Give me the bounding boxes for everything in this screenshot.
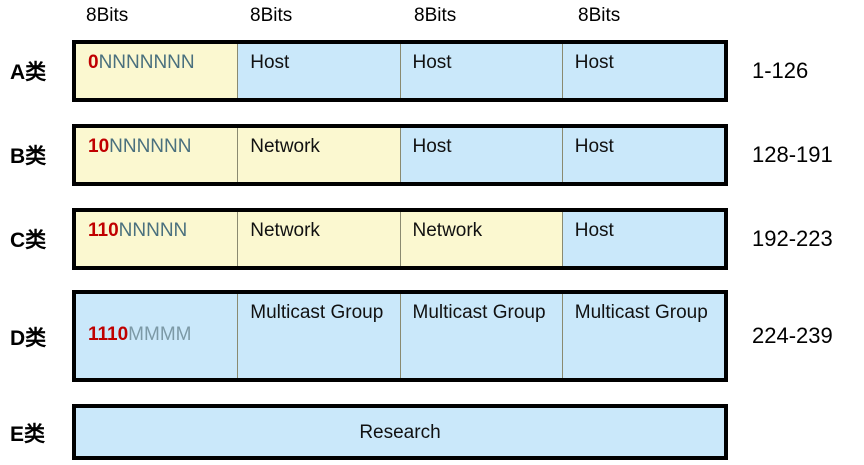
class-a-cell-2: Host [238, 44, 401, 98]
class-d-cell-3: Multicast Group [400, 294, 563, 378]
class-c-bit-suffix: NNNNN [118, 220, 188, 241]
class-a-cell-4: Host [562, 44, 724, 98]
column-header-8bits-2: 8Bits [250, 5, 293, 26]
class-row-c: C类 110NNNNN Network Network Host 192-223 [0, 208, 864, 270]
class-e-cell-research: Research [76, 408, 724, 456]
class-a-cell-3: Host [400, 44, 563, 98]
class-d-range: 224-239 [752, 323, 833, 348]
class-a-box: 0NNNNNNN Host Host Host [72, 40, 728, 102]
class-a-range: 1-126 [752, 58, 809, 83]
class-label-a: A类 [10, 61, 47, 84]
class-c-cell-2: Network [238, 212, 401, 266]
class-label-c: C类 [10, 229, 47, 252]
column-header-row: 8Bits 8Bits 8Bits 8Bits [72, 2, 728, 32]
class-c-cell-3: Network [400, 212, 563, 266]
class-row-d: D类 1110MMMM Multicast Group Multicast Gr… [0, 290, 864, 382]
class-d-bit-suffix: MMMM [128, 324, 192, 345]
class-d-cell-4: Multicast Group [562, 294, 724, 378]
class-c-cell-bits: 110NNNNN [76, 212, 239, 266]
class-label-e: E类 [10, 423, 46, 446]
class-c-range: 192-223 [752, 226, 833, 251]
class-a-cell-bits: 0NNNNNNN [76, 44, 239, 98]
class-b-bit-suffix: NNNNNN [109, 136, 192, 157]
class-c-bit-prefix: 110 [88, 220, 119, 241]
class-b-cell-bits: 10NNNNNN [76, 128, 239, 182]
class-row-a: A类 0NNNNNNN Host Host Host 1-126 [0, 40, 864, 102]
column-header-8bits-4: 8Bits [578, 5, 621, 26]
column-header-8bits-3: 8Bits [414, 5, 457, 26]
class-b-box: 10NNNNNN Network Host Host [72, 124, 728, 186]
class-a-bit-suffix: NNNNNNN [98, 52, 195, 73]
class-row-b: B类 10NNNNNN Network Host Host 128-191 [0, 124, 864, 186]
class-label-b: B类 [10, 145, 47, 168]
class-e-box: Research [72, 404, 728, 460]
class-row-e: E类 Research [0, 404, 864, 460]
class-c-box: 110NNNNN Network Network Host [72, 208, 728, 270]
class-d-box: 1110MMMM Multicast Group Multicast Group… [72, 290, 728, 382]
class-b-bit-prefix: 10 [88, 136, 110, 157]
class-label-d: D类 [10, 327, 47, 350]
class-d-cell-bits: 1110MMMM [76, 294, 239, 378]
class-b-cell-4: Host [562, 128, 724, 182]
class-b-cell-2: Network [238, 128, 401, 182]
class-b-cell-3: Host [400, 128, 563, 182]
class-a-bit-prefix: 0 [88, 52, 99, 73]
class-d-cell-2: Multicast Group [238, 294, 401, 378]
class-c-cell-4: Host [562, 212, 724, 266]
class-d-bit-prefix: 1110 [88, 324, 129, 345]
class-b-range: 128-191 [752, 142, 833, 167]
column-header-8bits-1: 8Bits [86, 5, 129, 26]
